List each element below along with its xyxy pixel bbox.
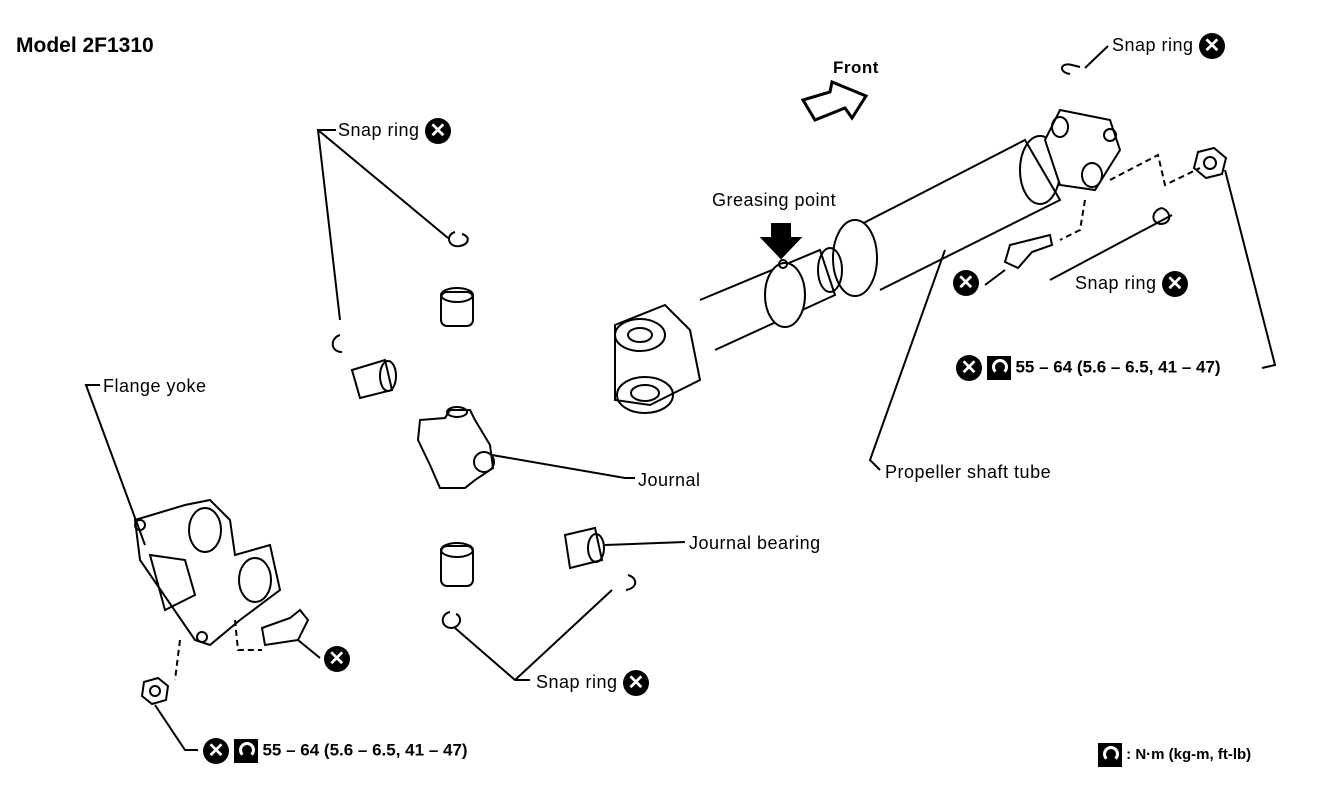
greasing-point-label: Greasing point: [712, 190, 837, 210]
wrench-icon: [986, 356, 1011, 380]
torque-spec-right: ✕ 55 – 64 (5.6 – 6.5, 41 – 47): [956, 355, 1221, 381]
x-circle-icon: ✕: [1199, 33, 1226, 59]
greasing-arrow: [759, 223, 803, 260]
snap-ring-text: Snap ring: [536, 671, 618, 692]
propeller-shaft-tube-label: Propeller shaft tube: [885, 462, 1052, 482]
torque-spec-left: ✕ 55 – 64 (5.6 – 6.5, 41 – 47): [203, 738, 468, 764]
x-circle-icon: ✕: [623, 670, 650, 696]
x-circle-icon: ✕: [1162, 271, 1189, 297]
snap-ring-label-top-left: Snap ring ✕: [338, 118, 452, 144]
wrench-icon: [1098, 743, 1122, 767]
x-circle-icon: ✕: [956, 355, 982, 381]
bolt-replace-marker: ✕: [953, 270, 979, 296]
flange-yoke-label: Flange yoke: [103, 376, 207, 396]
torque-value-right: 55 – 64 (5.6 – 6.5, 41 – 47): [1015, 357, 1221, 377]
snap-ring-label-top-right: Snap ring ✕: [1112, 33, 1226, 59]
page-title: Model 2F1310: [16, 34, 154, 57]
snap-ring-text: Snap ring: [338, 119, 420, 140]
x-circle-icon: ✕: [203, 738, 229, 764]
front-arrow: [800, 79, 869, 122]
snap-ring-text: Snap ring: [1112, 34, 1194, 55]
x-circle-icon: ✕: [953, 270, 979, 296]
snap-ring-text: Snap ring: [1075, 272, 1157, 293]
legend-text: : N·m (kg-m, ft-lb): [1126, 745, 1252, 763]
torque-value-left: 55 – 64 (5.6 – 6.5, 41 – 47): [262, 740, 468, 760]
legend: : N·m (kg-m, ft-lb): [1098, 743, 1251, 767]
bolt-replace-marker-left: ✕: [324, 646, 350, 672]
wrench-icon: [233, 739, 258, 763]
x-circle-icon: ✕: [324, 646, 350, 672]
journal-label: Journal: [638, 470, 701, 490]
x-circle-icon: ✕: [425, 118, 452, 144]
journal-bearing-label: Journal bearing: [689, 533, 821, 553]
front-label: Front: [833, 58, 879, 77]
snap-ring-label-mid-right: Snap ring ✕: [1075, 271, 1189, 297]
snap-ring-label-bottom: Snap ring ✕: [536, 670, 650, 696]
